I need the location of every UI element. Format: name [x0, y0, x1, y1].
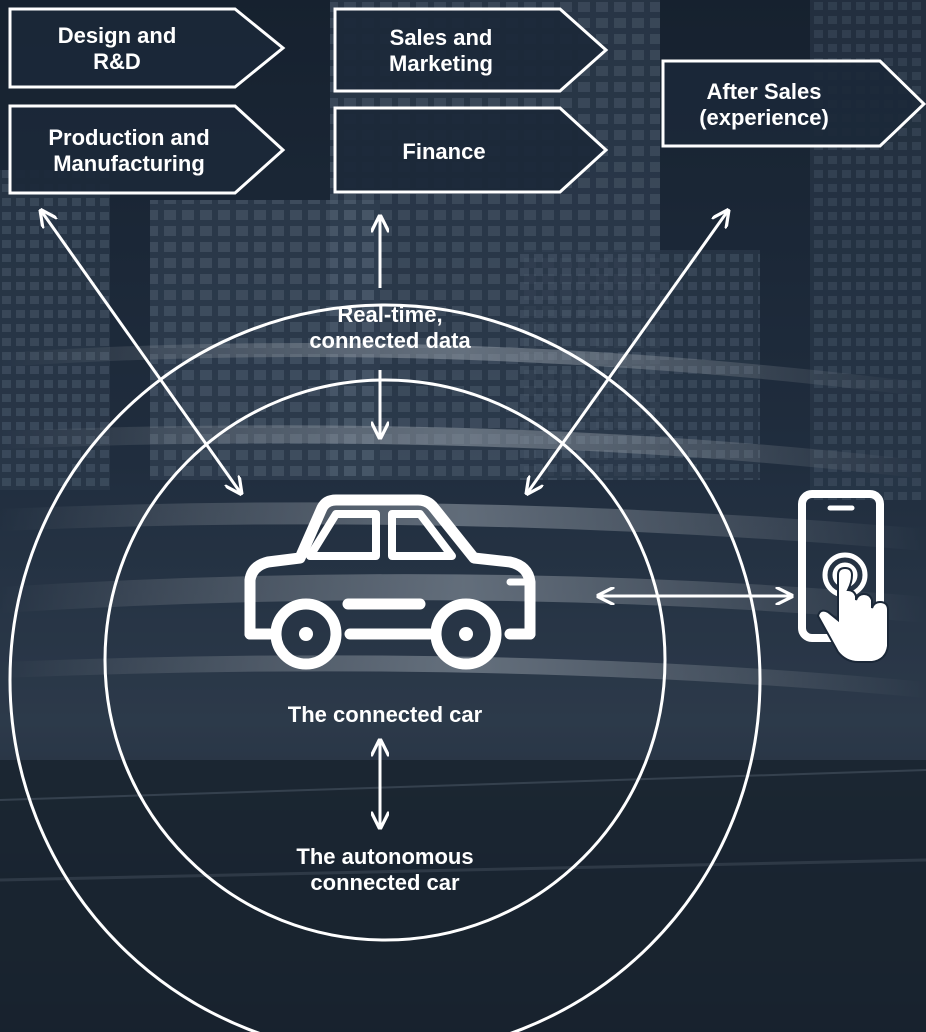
stage-label-sales-line2: Marketing: [389, 51, 493, 76]
stage-label-sales: Sales and Marketing: [330, 18, 552, 84]
stage-box-sales: [333, 7, 609, 93]
autonomous-car-label-line2: connected car: [310, 870, 460, 895]
data-label-line1: Real-time,: [337, 302, 443, 327]
stage-label-finance: Finance: [338, 124, 550, 180]
stage-label-after-sales: After Sales (experience): [664, 72, 864, 138]
stage-label-after-sales-line2: (experience): [699, 105, 829, 130]
smartphone-touch-icon: [798, 490, 889, 663]
connected-car-label-text: The connected car: [287, 702, 483, 727]
stage-label-design-line1: Design and: [57, 23, 177, 48]
autonomous-car-label-line1: The autonomous: [296, 844, 474, 869]
arrow-after-sales-to-car: [528, 212, 727, 492]
stage-label-production-line2: Manufacturing: [53, 151, 205, 176]
stage-label-production: Production and Manufacturing: [12, 118, 246, 184]
stage-box-design: [8, 7, 286, 89]
autonomous-car-label: The autonomous connected car: [260, 840, 510, 900]
data-label: Real-time, connected data: [280, 298, 500, 358]
data-label-line2: connected data: [309, 328, 471, 353]
outer-circle: [8, 303, 762, 1032]
stage-label-after-sales-line1: After Sales: [706, 79, 822, 104]
car-icon: [244, 494, 536, 640]
stage-label-design-line2: R&D: [93, 49, 141, 74]
connected-car-label: The connected car: [240, 700, 530, 730]
inner-circle: [103, 378, 667, 942]
stage-label-design: Design and R&D: [12, 16, 222, 82]
stage-box-finance: [333, 106, 609, 194]
stage-box-production: [8, 104, 286, 195]
car-wheel-left: [270, 598, 342, 670]
stage-label-finance-line1: Finance: [402, 139, 486, 164]
arrow-production-to-car: [42, 212, 240, 492]
stage-label-production-line1: Production and: [48, 125, 210, 150]
stage-label-sales-line1: Sales and: [389, 25, 493, 50]
stage-box-after-sales: [661, 59, 926, 148]
car-wheel-right: [430, 598, 502, 670]
